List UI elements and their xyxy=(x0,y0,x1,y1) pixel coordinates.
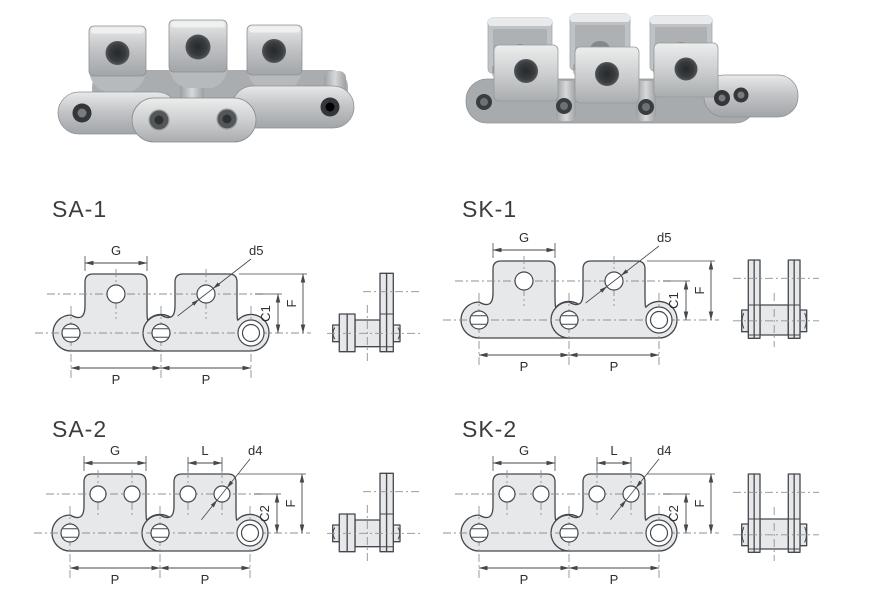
dim-label-c1: C1 xyxy=(666,292,681,309)
tab-bend xyxy=(89,72,146,92)
dim-label-c1: C1 xyxy=(258,305,273,322)
dim-label-g: G xyxy=(111,243,121,258)
dim-label-f: F xyxy=(692,286,707,294)
attachment-tab-pair xyxy=(649,15,719,98)
attachment-tab-pair xyxy=(487,17,559,102)
tab-hole xyxy=(185,34,211,60)
tab-bend xyxy=(169,68,228,88)
dim-label-l: L xyxy=(610,443,617,458)
tab-hole xyxy=(595,62,619,86)
dim-label-d4: d4 xyxy=(248,443,262,458)
diagram-title-sk2: SK-2 xyxy=(462,416,518,442)
attachment-tab xyxy=(168,19,228,73)
diagram-sk2-side-view xyxy=(732,473,820,562)
dim-label-d5: d5 xyxy=(249,243,263,258)
dim-label-p: P xyxy=(520,572,529,587)
diagram-sa1-side-view xyxy=(326,272,422,364)
dim-label-p: P xyxy=(111,572,120,587)
dim-label-p: P xyxy=(610,572,619,587)
diagram-title-sa2: SA-2 xyxy=(52,416,108,442)
dim-label-l: L xyxy=(201,443,208,458)
dim-label-c2: C2 xyxy=(257,505,272,522)
attachment-tab xyxy=(88,25,147,77)
tab-bend xyxy=(247,71,302,90)
product-photo-single-side-attachment-chain xyxy=(57,19,355,143)
dim-label-d4: d4 xyxy=(657,443,671,458)
dim-label-p: P xyxy=(112,372,121,387)
attachment-tab xyxy=(246,24,303,76)
diagram-sa2-side-view xyxy=(326,472,422,564)
dim-label-g: G xyxy=(519,443,529,458)
diagram-title-sk1: SK-1 xyxy=(462,196,518,222)
diagram-sk1-side-view xyxy=(732,259,820,348)
dim-label-p: P xyxy=(520,359,529,374)
diagram-sa1-front-view: G d5 C1 F P P xyxy=(33,243,333,387)
dim-label-g: G xyxy=(110,443,120,458)
dim-label-p: P xyxy=(201,572,210,587)
tab-hole xyxy=(105,41,130,65)
dim-label-d5: d5 xyxy=(657,230,671,245)
dim-label-f: F xyxy=(283,499,298,507)
dim-label-g: G xyxy=(519,230,529,245)
tab-hole xyxy=(514,59,538,83)
dim-label-c2: C2 xyxy=(666,505,681,522)
diagram-sk1-front-view: G d5 C1 F P P xyxy=(441,230,741,374)
product-photo-double-side-attachment-chain xyxy=(465,13,799,124)
diagram-title-sa1: SA-1 xyxy=(52,196,108,222)
diagram-sa2-front-view: G L d4 C2 F P P xyxy=(32,443,332,587)
tab-hole xyxy=(674,57,698,81)
attachment-tab-pair xyxy=(569,13,640,104)
dim-label-f: F xyxy=(692,499,707,507)
dim-label-p: P xyxy=(610,359,619,374)
dim-label-f: F xyxy=(284,299,299,307)
tab-hole xyxy=(262,39,286,63)
diagram-sk2-front-view: G L d4 C2 F P P xyxy=(441,443,741,587)
dim-label-p: P xyxy=(202,372,211,387)
